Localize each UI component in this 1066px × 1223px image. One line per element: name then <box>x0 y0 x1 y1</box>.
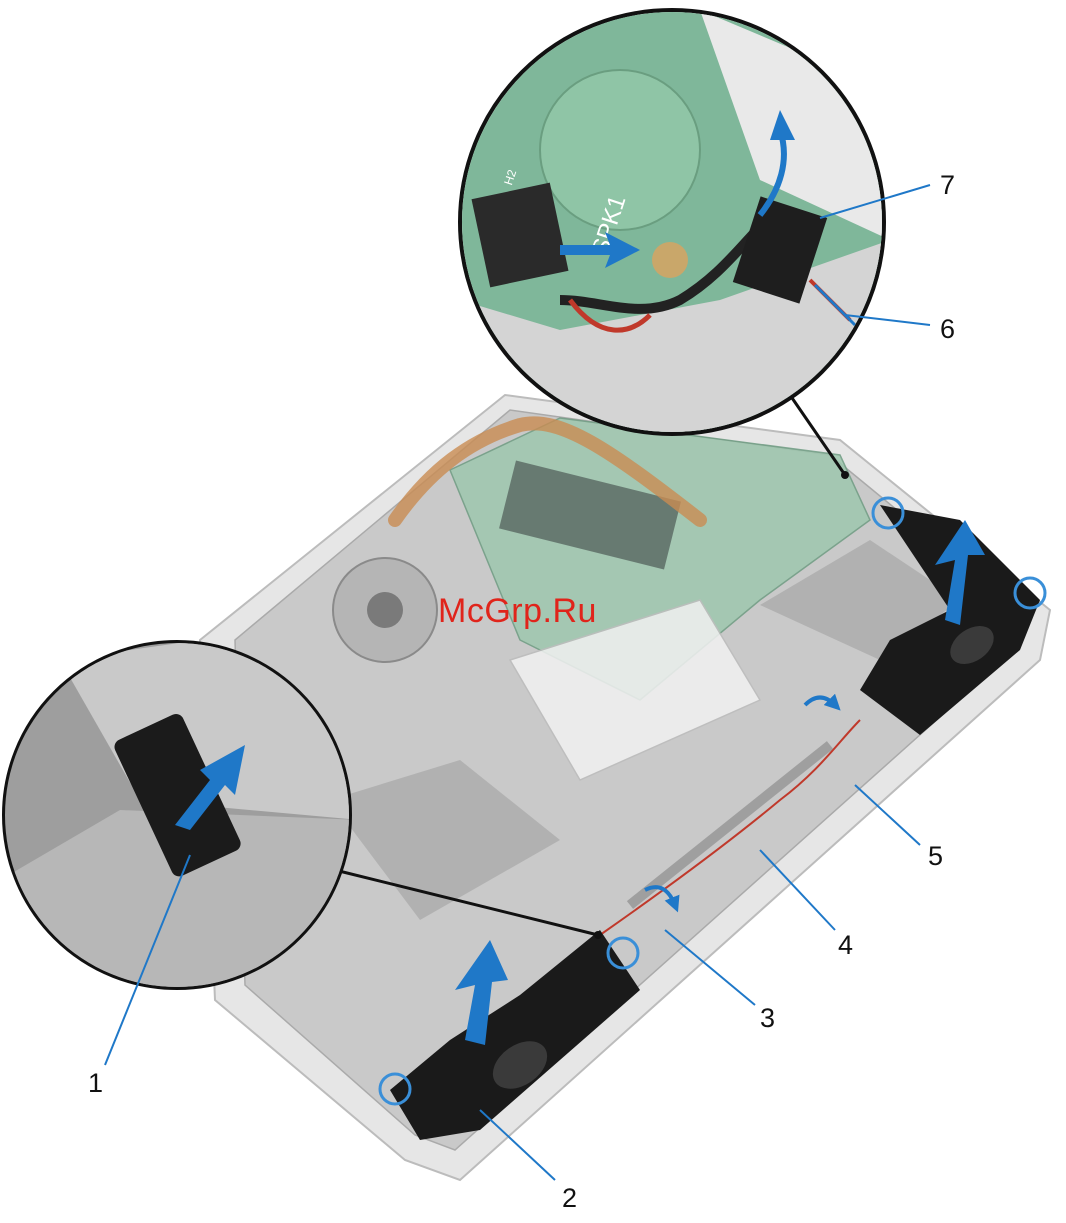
callout-4: 4 <box>838 932 853 959</box>
zoom-speaker-connector: SPK1 H2 <box>460 10 890 440</box>
watermark-text: McGrp.Ru <box>438 592 597 631</box>
callout-3: 3 <box>760 1005 775 1032</box>
fan <box>333 558 437 662</box>
callout-6: 6 <box>940 316 955 343</box>
callout-1: 1 <box>88 1070 103 1097</box>
callout-5: 5 <box>928 843 943 870</box>
callout-2: 2 <box>562 1185 577 1212</box>
callout-7: 7 <box>940 172 955 199</box>
